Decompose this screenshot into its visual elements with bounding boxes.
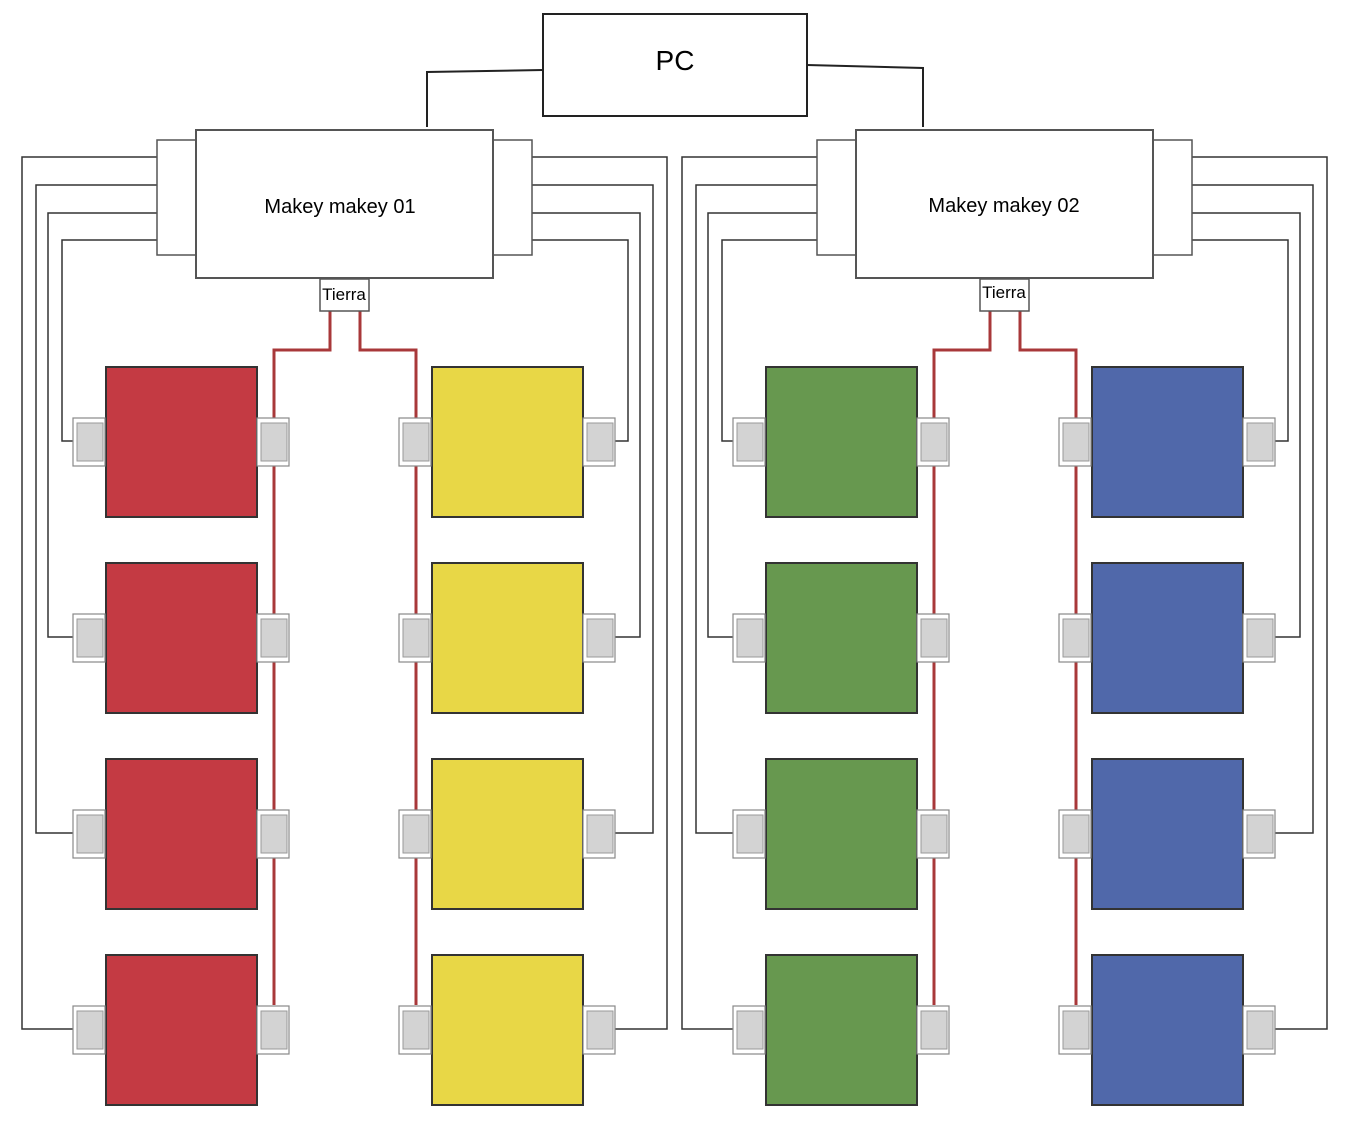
board-1-left-port [156, 139, 198, 256]
board-1-pad-col2-row3 [431, 758, 584, 910]
board-1-pad-col2-row2 [431, 562, 584, 714]
board-2-pad-col2-row1 [1091, 366, 1244, 518]
board-1-box [195, 129, 494, 279]
board-1-pad-col1-row4 [105, 954, 258, 1106]
board-2-pad-col1-row1-right-connector [920, 422, 948, 462]
board-1-ground-terminal [319, 278, 370, 312]
board-2-signal-wire-right-3 [1192, 184, 1314, 834]
board-1-pad-col2-row1-right-connector [586, 422, 614, 462]
board-2-signal-wire-right-4 [1192, 156, 1328, 1030]
board-1-signal-wire-right-1 [532, 239, 629, 442]
board-1-pad-col2-row4 [431, 954, 584, 1106]
board-2-pad-col1-row3-right-connector [920, 814, 948, 854]
board-2-pad-col2-row1-right-connector [1246, 422, 1274, 462]
board-2-ground-label: Tierra [982, 283, 1026, 302]
board-2-ground-wire-right [1018, 311, 1078, 1005]
board-2-pad-col1-row4-right-connector [920, 1010, 948, 1050]
pc-wire-1 [426, 69, 544, 127]
board-2-signal-wire-right-2 [1192, 212, 1301, 638]
board-1-signal-wire-left-2 [47, 212, 157, 638]
board-2-right-port [1151, 139, 1193, 256]
board-2-signal-wire-right-1 [1192, 239, 1289, 442]
board-1-pad-col1-row2-left-connector [76, 618, 104, 658]
board-1-signal-wire-right-4 [532, 156, 668, 1030]
boxes-layer: PC Makey makey 01 Tierra Makey makey 02 … [156, 13, 1193, 312]
pc-box [542, 13, 808, 117]
board-1-pad-col2-row2-right-connector [586, 618, 614, 658]
board-2-pad-col2-row4-right-connector [1246, 1010, 1274, 1050]
pads-layer [72, 366, 1276, 1106]
board-2-pad-col2-row2-left-connector [1062, 618, 1090, 658]
board-1-signal-wire-left-1 [61, 239, 157, 442]
board-1-label: Makey makey 01 [264, 196, 415, 218]
board-2-pad-col2-row3 [1091, 758, 1244, 910]
board-2-label: Makey makey 02 [928, 195, 1079, 217]
board-2-pad-col1-row2-right-connector [920, 618, 948, 658]
board-2-left-port [816, 139, 858, 256]
board-1-signal-wire-right-2 [532, 212, 641, 638]
board-2-pad-col1-row3-left-connector [736, 814, 764, 854]
board-2-pad-col2-row4 [1091, 954, 1244, 1106]
board-1-pad-col2-row1-left-connector [402, 422, 430, 462]
board-2-signal-wire-left-1 [721, 239, 817, 442]
board-1-pad-col1-row2 [105, 562, 258, 714]
board-1-pad-col1-row3-left-connector [76, 814, 104, 854]
board-1-pad-col1-row4-left-connector [76, 1010, 104, 1050]
board-1-pad-col1-row1-left-connector [76, 422, 104, 462]
board-1-pad-col2-row4-left-connector [402, 1010, 430, 1050]
board-2-ground-terminal [979, 278, 1030, 312]
board-1-pad-col1-row3-right-connector [260, 814, 288, 854]
board-2-pad-col1-row1 [765, 366, 918, 518]
pc-wire-2 [806, 64, 924, 127]
board-2-pad-col2-row4-left-connector [1062, 1010, 1090, 1050]
board-1-signal-wire-left-3 [35, 184, 157, 834]
board-1-pad-col2-row3-right-connector [586, 814, 614, 854]
board-2-box [855, 129, 1154, 279]
board-2-pad-col2-row3-left-connector [1062, 814, 1090, 854]
board-1-pad-col2-row4-right-connector [586, 1010, 614, 1050]
board-2-pad-col1-row1-left-connector [736, 422, 764, 462]
board-2-pad-col1-row2 [765, 562, 918, 714]
board-1-signal-wire-right-3 [532, 184, 654, 834]
board-1-signal-wire-left-4 [21, 156, 157, 1030]
board-1-pad-col1-row2-right-connector [260, 618, 288, 658]
board-2-pad-col2-row2-right-connector [1246, 618, 1274, 658]
board-2-signal-wire-left-4 [681, 156, 817, 1030]
board-1-pad-col1-row1 [105, 366, 258, 518]
wires-layer [21, 64, 1328, 1030]
board-2-pad-col2-row2 [1091, 562, 1244, 714]
board-2-signal-wire-left-3 [695, 184, 817, 834]
board-1-ground-wire-right [358, 311, 418, 1005]
board-1-pad-col2-row2-left-connector [402, 618, 430, 658]
board-2-pad-col1-row4-left-connector [736, 1010, 764, 1050]
board-1-right-port [491, 139, 533, 256]
board-2-pad-col1-row2-left-connector [736, 618, 764, 658]
board-2-ground-wire-left [932, 311, 992, 1005]
board-2-pad-col2-row1-left-connector [1062, 422, 1090, 462]
board-2-signal-wire-left-2 [707, 212, 817, 638]
pc-label: PC [656, 45, 695, 76]
board-2-pad-col1-row4 [765, 954, 918, 1106]
board-1-pad-col1-row1-right-connector [260, 422, 288, 462]
board-2-pad-col2-row3-right-connector [1246, 814, 1274, 854]
board-2-pad-col1-row3 [765, 758, 918, 910]
board-1-pad-col1-row3 [105, 758, 258, 910]
board-1-ground-label: Tierra [322, 285, 366, 304]
board-1-pad-col1-row4-right-connector [260, 1010, 288, 1050]
board-1-pad-col2-row1 [431, 366, 584, 518]
board-1-pad-col2-row3-left-connector [402, 814, 430, 854]
board-1-ground-wire-left [272, 311, 332, 1005]
